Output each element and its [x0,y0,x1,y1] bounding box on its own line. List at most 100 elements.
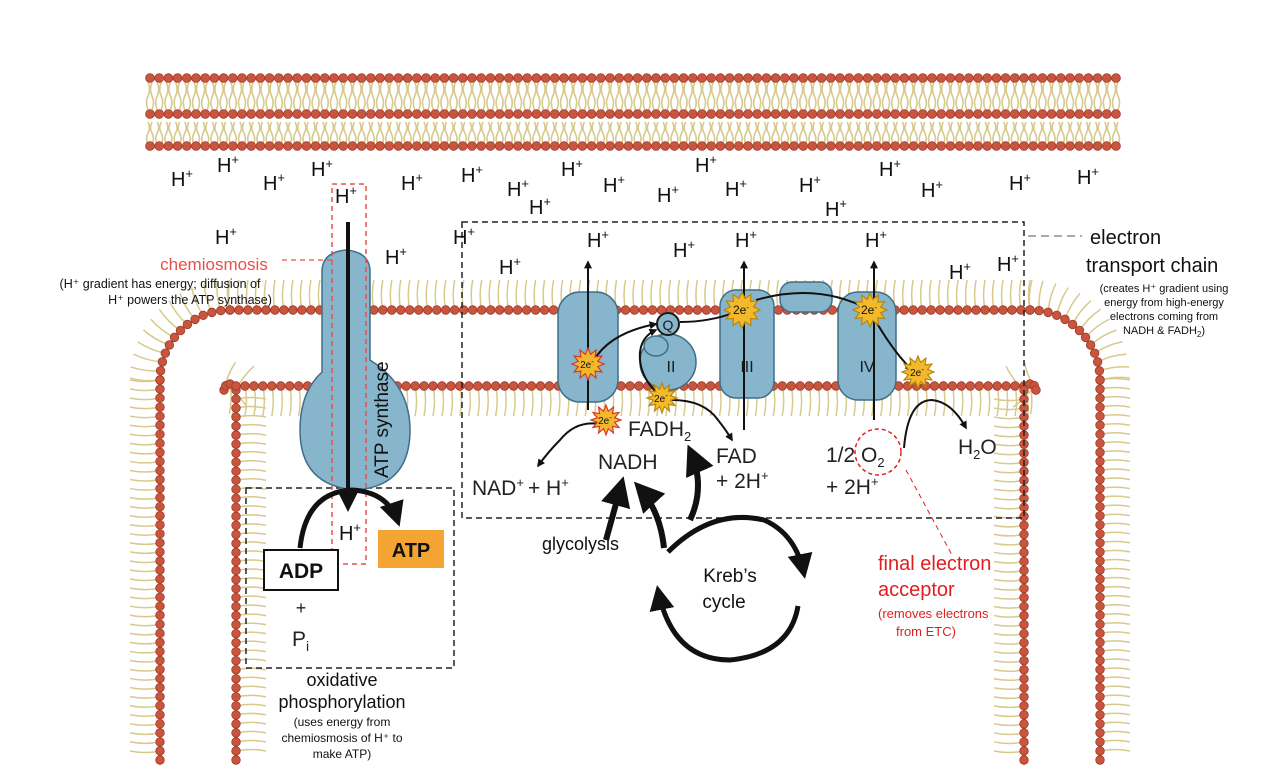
adp-to-atp-arrow [297,487,404,549]
proton-symbol: H [603,175,617,197]
proton-symbol: H [263,173,277,195]
proton-charge: + [709,152,717,167]
proton-charge: + [521,176,529,191]
adp-plus: + [296,598,307,618]
proton-symbol: H [171,169,185,191]
proton: H+ [171,166,193,191]
electron-path-ii-to-q [638,328,661,397]
nad-plus-nad: NAD [472,477,516,500]
krebs-label-1: Kreb’s [703,566,757,587]
proton: H+ [735,227,757,252]
proton: H+ [673,237,695,262]
electron-charge: - [665,391,668,400]
outer-membrane-heads [145,73,1121,151]
complex-ii-label: II [667,359,676,376]
final-acceptor-note-2: from ETC) [896,624,956,639]
fad-2h-label: + 2H+ [716,468,769,493]
proton-symbol: H [339,523,353,545]
etc-note-4: NADH & FADH2) [1123,325,1205,339]
fadh2-text: FADH [628,418,684,441]
etc-note-4-sub: 2 [1197,330,1202,339]
proton-symbol: H [725,179,739,201]
proton: H+ [997,251,1019,276]
proton-symbol: H [217,155,231,177]
etc-note-4-text: NADH & FADH [1123,325,1197,337]
proton: H+ [215,224,237,249]
electron-charge: - [874,303,877,312]
electron-charge: - [609,413,612,422]
etc-label-2: transport chain [1086,255,1218,277]
final-acceptor-leader [905,469,953,556]
proton: H+ [725,176,747,201]
proton-charge: + [749,227,757,242]
complex-iv-label: IV [859,359,874,376]
proton: H+ [825,196,847,221]
nad-plus-label: NAD++ H+ [472,475,569,500]
electron-pair-star: 2e- [645,381,679,415]
water-label: H2O [958,436,997,462]
proton: H+ [865,227,887,252]
proton: H+ [603,172,625,197]
proton-charge: + [399,244,407,259]
proton-charge: + [543,194,551,209]
electron-pair-text: 2e [733,303,747,317]
electron-pair-label: 2e- [733,303,749,317]
proton: H+ [335,183,357,208]
proton-charge: + [687,237,695,252]
proton: H+ [453,224,475,249]
proton-symbol: H [499,257,513,279]
nadh-label: NADH [598,451,658,474]
proton-symbol: H [453,227,467,249]
etc-dashed-box [461,221,1025,519]
nadh-oxidation-arrow [537,422,601,468]
krebs-to-fadh2-arrow [686,444,714,522]
fadh2-label: FADH2 [628,418,691,444]
proton-symbol: H [879,159,893,181]
proton-charge: + [325,156,333,171]
proton: H+ [879,156,901,181]
electron-pair-label: 2e- [654,391,668,405]
oxphos-label-1: oxidative [306,670,377,690]
proton-charge: + [813,172,821,187]
proton-symbol: H [335,186,349,208]
proton-charge: + [415,170,423,185]
electron-pair-star: 2e- [851,291,889,329]
oxygen-reduction-arrow [903,398,967,449]
complex-ii-top [643,335,669,357]
proton-charge: + [575,156,583,171]
half-oxygen-text: 1/2 O [826,444,877,467]
proton-symbol: H [587,230,601,252]
proton: H+ [949,259,971,284]
proton-symbol: H [461,165,475,187]
proton-symbol: H [215,227,229,249]
proton-symbol: H [529,197,543,219]
oxygen-highlight-circle [854,428,902,476]
complex-labels: I II III IV Q [586,317,875,376]
electron-charge: - [746,303,749,312]
krebs-cycle-arrow-bottom [649,585,801,663]
half-oxygen-label: 1/2 O2 [826,444,885,470]
complex-i-label: I [586,319,590,336]
etc-note-4-end: ) [1201,325,1205,337]
oxygen-2h-text: + 2H [826,476,871,499]
proton-symbol: H [1077,167,1091,189]
protons: H+H+H+H+H+H+H+H+H+H+H+H+H+H+H+H+H+H+H+H+… [171,152,1099,545]
electron-pair-text: 2e [861,303,875,317]
fadh2-sub: 2 [684,429,691,444]
proton-charge: + [879,227,887,242]
electron-pair-text: 2e [910,368,922,379]
atp-synthase-stalk [299,249,411,491]
proton: H+ [1077,164,1099,189]
proton-symbol: H [1009,173,1023,195]
fad-2h-text: + 2H [716,470,761,493]
proton: H+ [461,162,483,187]
proton-symbol: H [997,254,1011,276]
proton: H+ [217,152,239,177]
proton: H+ [587,227,609,252]
atp-synthase-label: ATP synthase [372,361,393,478]
etc-note-2: energy from high-energy [1104,297,1224,309]
etc-label-1: electron [1090,227,1161,249]
proton: H+ [499,254,521,279]
cytochrome-c [779,281,833,313]
chemiosmosis-note-2: H⁺ powers the ATP synthase) [108,293,272,307]
